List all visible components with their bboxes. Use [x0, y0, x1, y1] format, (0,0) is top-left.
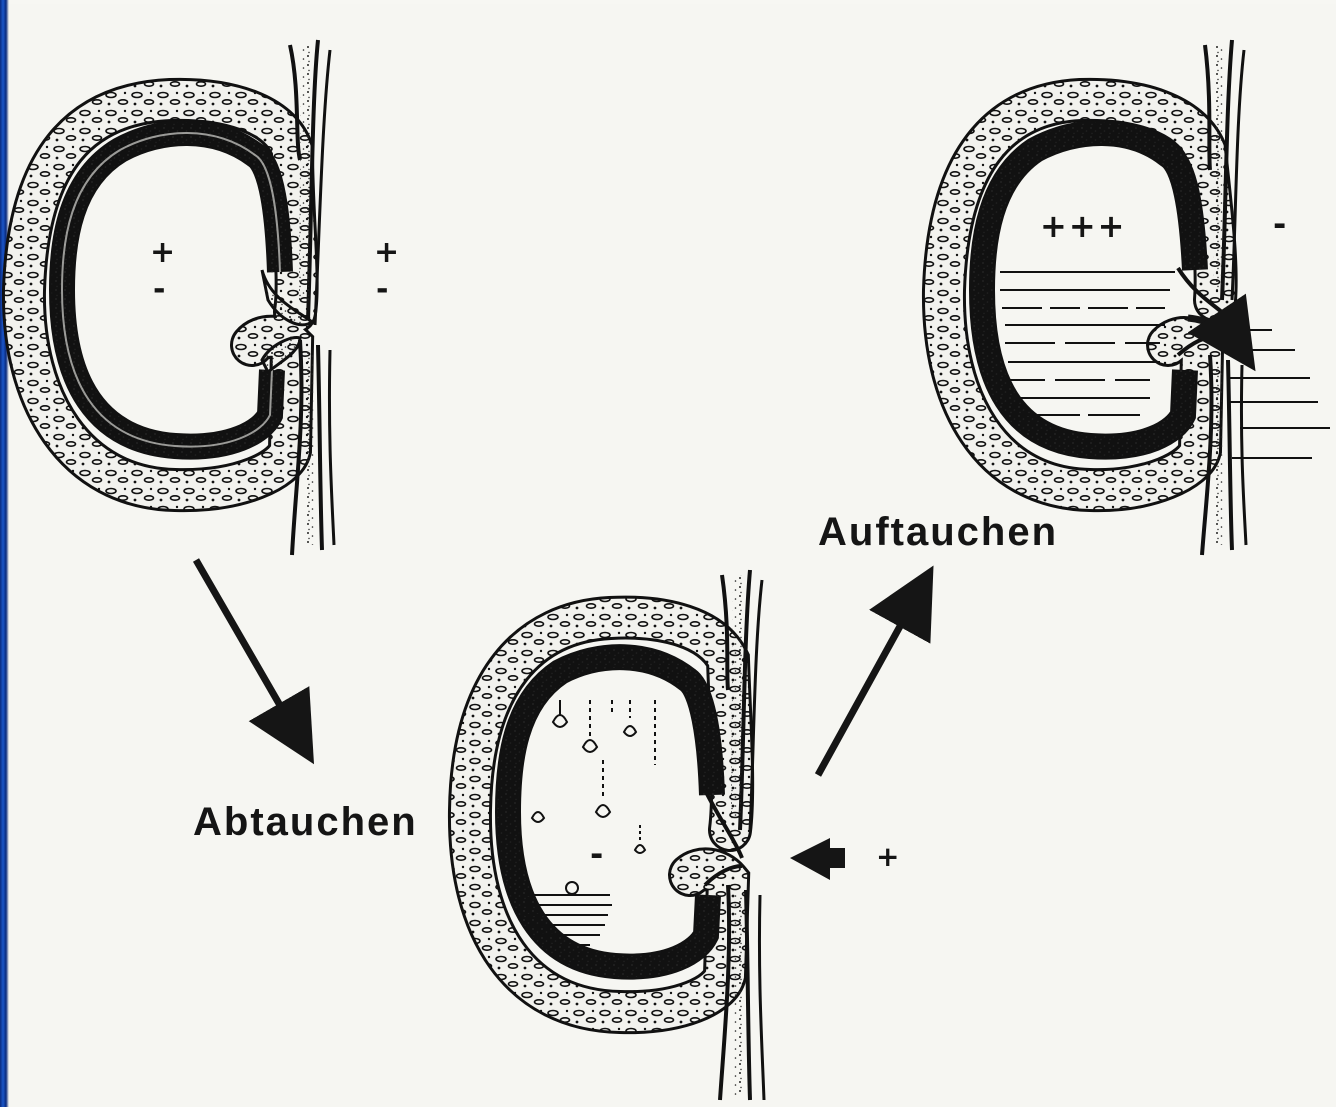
sign-bottom-outside: + [876, 843, 899, 871]
arrow-down-right-icon [196, 560, 300, 740]
arrow-left-icon [790, 838, 845, 880]
ear-neutral [24, 40, 334, 555]
sign-right-inside: +++ [1040, 210, 1126, 242]
label-descent: Abtauchen [193, 800, 418, 845]
sign-left-outside-bottom: - [376, 275, 388, 305]
sign-bottom-inside: - [590, 838, 603, 870]
arrow-up-right-icon [818, 590, 920, 775]
sign-left-outside-top: + [374, 238, 399, 268]
ear-ascent [944, 40, 1330, 555]
sign-left-inside-top: + [150, 238, 175, 268]
ear-descent [470, 570, 764, 1100]
label-ascent: Auftauchen [818, 510, 1058, 555]
sign-right-outside: - [1273, 208, 1286, 240]
sign-left-inside-bottom: - [153, 275, 165, 305]
